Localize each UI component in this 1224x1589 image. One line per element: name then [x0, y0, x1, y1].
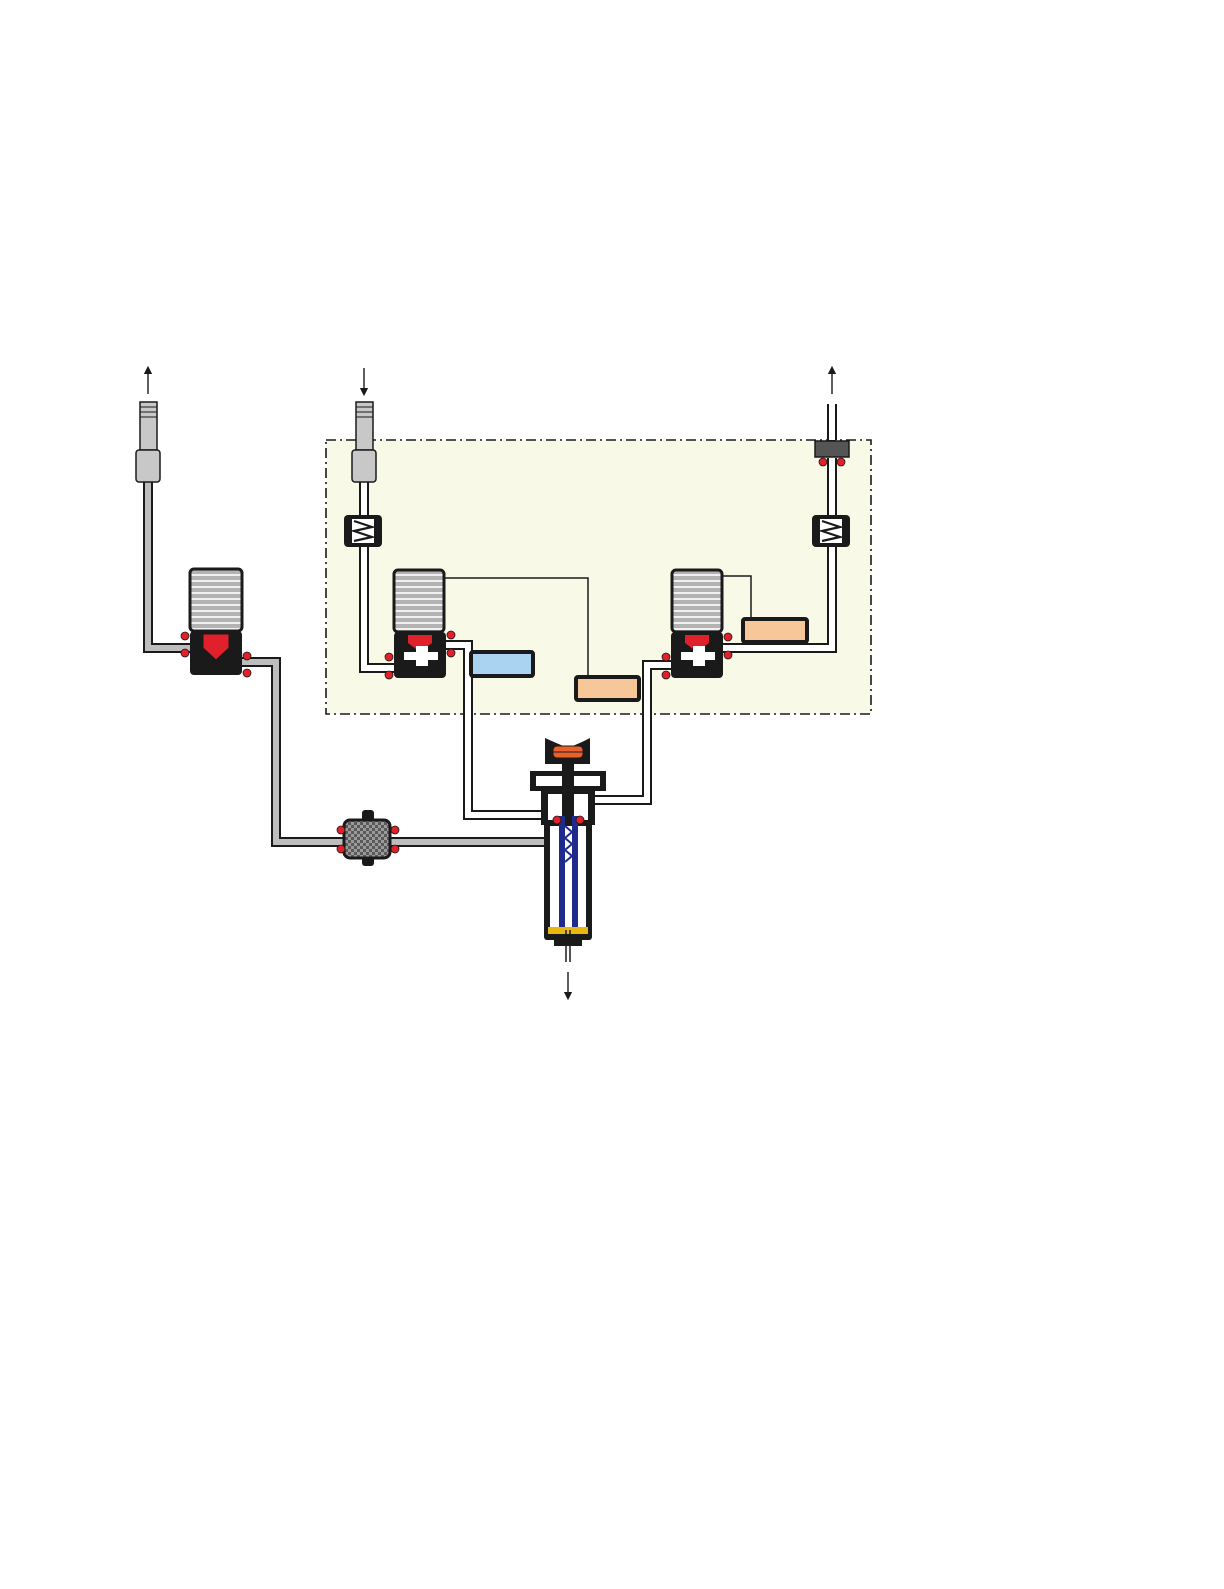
middle-fitting-icon: [352, 402, 376, 482]
left-fitting-icon: [136, 402, 160, 482]
middle-solenoid-valve-icon: [385, 570, 455, 679]
right-orange-sensor-block-icon: [743, 619, 807, 642]
middle-orange-sensor-block-icon: [576, 677, 639, 700]
right-check-valve-icon: [812, 515, 850, 547]
blue-sensor-block-icon: [471, 652, 533, 676]
left-solenoid-valve-icon: [181, 569, 251, 677]
middle-check-valve-icon: [344, 515, 382, 547]
injector-icon: [530, 738, 606, 962]
right-solenoid-valve-icon: [662, 570, 732, 679]
inline-filter-icon: [337, 810, 399, 866]
